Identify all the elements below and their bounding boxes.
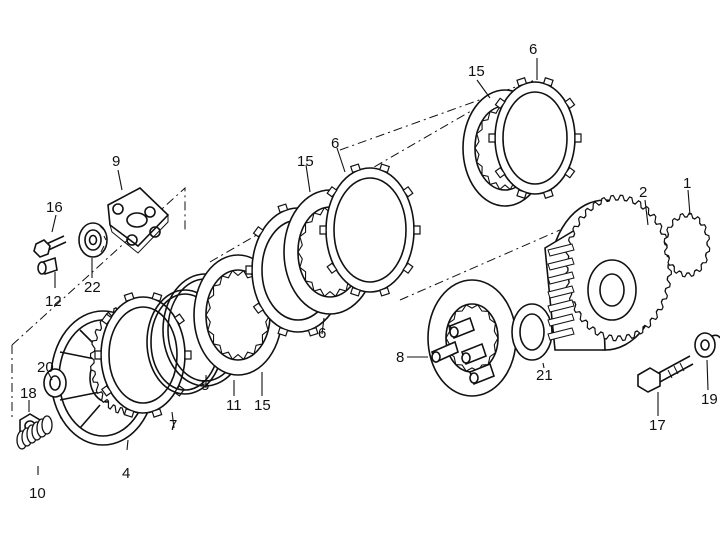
washer-part-21 (511, 303, 553, 361)
callout-4: 4 (122, 465, 130, 482)
callout-6-lower: 6 (318, 325, 326, 342)
callout-9: 9 (112, 153, 120, 170)
callout-12: 12 (45, 293, 62, 310)
friction-plate-part-7 (94, 292, 192, 418)
callout-8: 8 (396, 349, 404, 366)
callout-11: 11 (226, 397, 242, 414)
callout-6-top-right: 6 (529, 41, 537, 58)
friction-plate-part-6-right (488, 77, 582, 199)
drive-gear-part-1 (663, 212, 711, 278)
leader-lines (28, 58, 709, 475)
callout-1: 1 (683, 175, 691, 192)
pressure-plate-part-8 (427, 279, 517, 397)
callout-19: 19 (701, 391, 718, 408)
bolt-part-16 (33, 235, 67, 258)
callout-18: 18 (20, 385, 37, 402)
callout-2: 2 (639, 184, 647, 201)
bearing-part-22 (78, 222, 108, 258)
callout-6-middle: 6 (331, 135, 339, 152)
callout-15-top: 15 (468, 63, 485, 80)
pin-part-12 (37, 256, 58, 276)
damper-block-part-9 (107, 187, 170, 254)
callout-labels: 1 2 4 5 6 6 6 7 8 9 10 11 12 15 15 15 16… (20, 41, 718, 502)
bolt-part-17 (637, 355, 694, 393)
washer-part-19 (694, 332, 716, 358)
callout-15-middle: 15 (297, 153, 314, 170)
friction-plate-part-6-middle (319, 163, 421, 297)
callout-16: 16 (46, 199, 63, 216)
callout-15-left: 15 (254, 397, 271, 414)
clutch-basket-part-2 (544, 194, 673, 351)
callout-10: 10 (29, 485, 46, 502)
callout-20: 20 (37, 359, 54, 376)
callout-21: 21 (536, 367, 553, 384)
callout-17: 17 (649, 417, 666, 434)
spring-part-10 (16, 415, 53, 450)
callout-7: 7 (169, 417, 177, 434)
callout-22: 22 (84, 279, 101, 296)
callout-5: 5 (201, 377, 209, 394)
